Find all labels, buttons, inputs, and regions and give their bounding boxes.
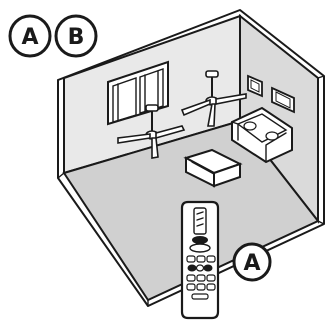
badge-b-top-label: B [68,25,85,50]
badge-a-top-label: A [21,25,38,50]
badge-b-top[interactable]: B [56,16,96,56]
badge-a-top[interactable]: A [10,16,50,56]
badge-a-remote-label: A [243,251,260,276]
badge-a-remote[interactable]: A [234,244,270,280]
remote-control[interactable] [182,202,218,318]
